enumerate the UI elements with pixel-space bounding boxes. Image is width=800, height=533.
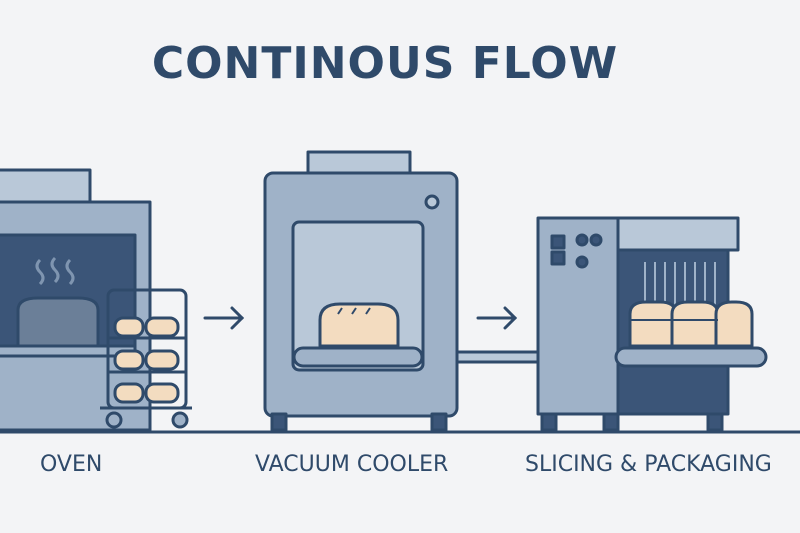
diagram-title: CONTINOUS FLOW [151,38,619,89]
slicing-packaging-machine-icon [536,216,768,432]
stage-label-vacuum-cooler: VACUUM COOLER [255,452,449,477]
oven-icon [0,168,152,432]
flow-arrow-icon [203,306,245,330]
connecting-pipe [455,350,543,364]
stage-label-slicing-packaging: SLICING & PACKAGING [525,452,772,477]
bread-rack-cart-icon [100,288,192,429]
flow-arrow-icon [476,306,518,330]
vacuum-cooler-icon [263,150,459,432]
stage-label-oven: OVEN [40,452,103,477]
